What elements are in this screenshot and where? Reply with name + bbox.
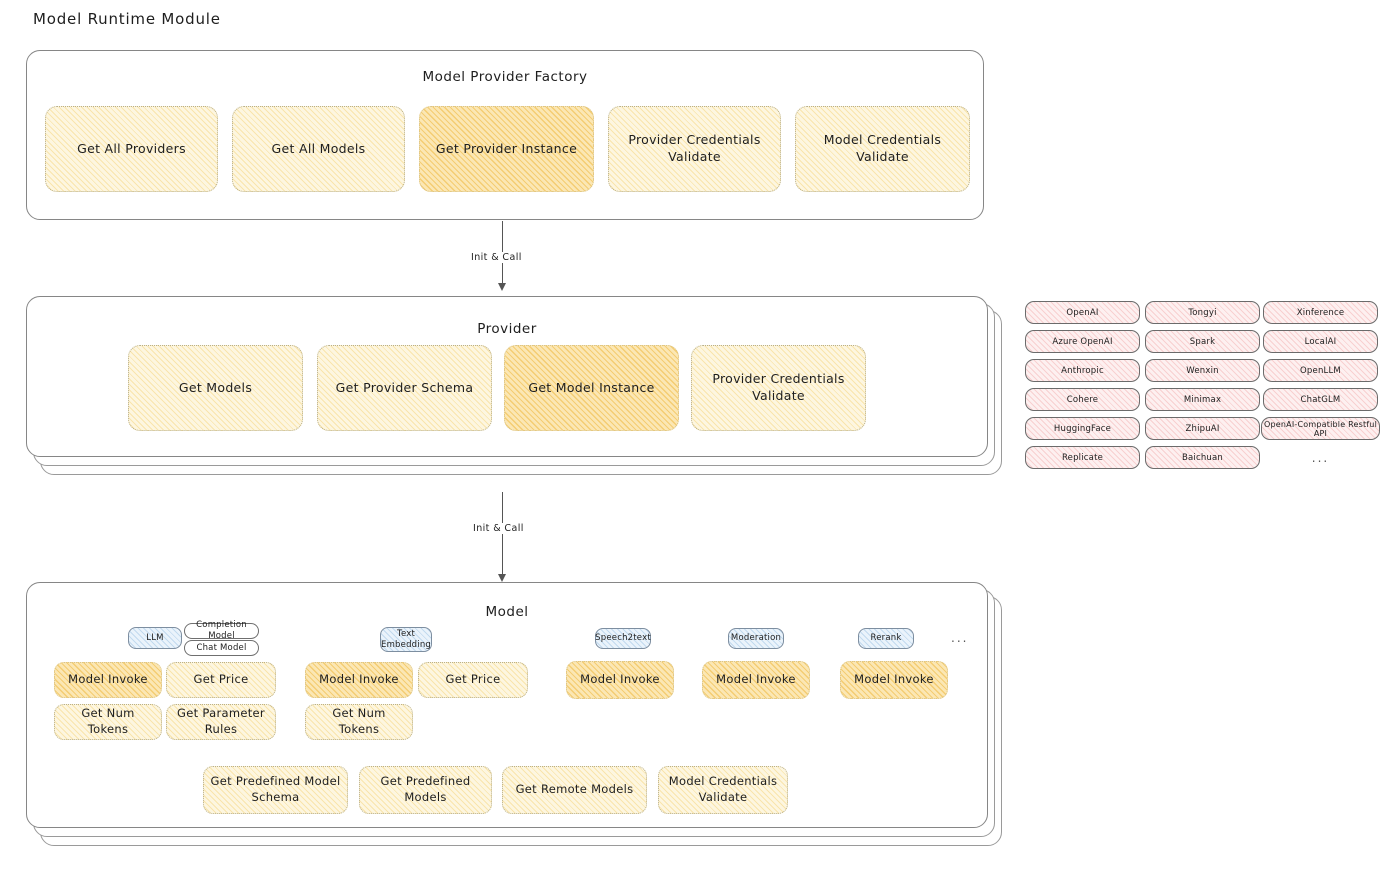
- model-type-badge-speech2text[interactable]: Speech2text: [595, 628, 651, 649]
- model-subtype-chat-model[interactable]: Chat Model: [184, 640, 259, 656]
- provider-box-get-models[interactable]: Get Models: [128, 345, 303, 431]
- provider-box-get-provider-schema[interactable]: Get Provider Schema: [317, 345, 492, 431]
- moderation-box-model-invoke[interactable]: Model Invoke: [702, 661, 810, 699]
- provider-chip-ellipsis: ...: [1311, 451, 1330, 465]
- model-common-box-get-predefined-model-schema[interactable]: Get Predefined Model Schema: [203, 766, 348, 814]
- llm-box-get-parameter-rules[interactable]: Get Parameter Rules: [166, 704, 276, 740]
- provider-chip-openllm[interactable]: OpenLLM: [1263, 359, 1378, 382]
- provider-chip-openai[interactable]: OpenAI: [1025, 301, 1140, 324]
- arrow-provider-to-model-head: [498, 574, 506, 582]
- speech2text-box-model-invoke[interactable]: Model Invoke: [566, 661, 674, 699]
- factory-box-provider-credentials-validate[interactable]: Provider Credentials Validate: [608, 106, 781, 192]
- rerank-box-model-invoke[interactable]: Model Invoke: [840, 661, 948, 699]
- provider-chip-baichuan[interactable]: Baichuan: [1145, 446, 1260, 469]
- provider-chip-wenxin[interactable]: Wenxin: [1145, 359, 1260, 382]
- provider-chip-replicate[interactable]: Replicate: [1025, 446, 1140, 469]
- provider-chip-minimax[interactable]: Minimax: [1145, 388, 1260, 411]
- factory-box-get-all-providers[interactable]: Get All Providers: [45, 106, 218, 192]
- provider-chip-zhipuai[interactable]: ZhipuAI: [1145, 417, 1260, 440]
- llm-box-model-invoke[interactable]: Model Invoke: [54, 662, 162, 698]
- text-embedding-box-get-num-tokens[interactable]: Get Num Tokens: [305, 704, 413, 740]
- llm-box-get-price[interactable]: Get Price: [166, 662, 276, 698]
- model-provider-factory-title: Model Provider Factory: [422, 69, 588, 85]
- model-common-box-get-predefined-models[interactable]: Get Predefined Models: [359, 766, 492, 814]
- factory-box-model-credentials-validate[interactable]: Model Credentials Validate: [795, 106, 970, 192]
- provider-box-provider-credentials-validate[interactable]: Provider Credentials Validate: [691, 345, 866, 431]
- arrow-factory-to-provider-label: Init & Call: [468, 252, 525, 263]
- provider-chip-azure-openai[interactable]: Azure OpenAI: [1025, 330, 1140, 353]
- page-title: Model Runtime Module: [33, 10, 221, 28]
- text-embedding-box-model-invoke[interactable]: Model Invoke: [305, 662, 413, 698]
- factory-box-get-provider-instance[interactable]: Get Provider Instance: [419, 106, 594, 192]
- model-subtype-completion-model[interactable]: Completion Model: [184, 620, 259, 641]
- provider-chip-localai[interactable]: LocalAI: [1263, 330, 1378, 353]
- factory-box-get-all-models[interactable]: Get All Models: [232, 106, 405, 192]
- model-type-badge-llm[interactable]: LLM: [128, 627, 182, 649]
- model-common-box-model-credentials-validate[interactable]: Model Credentials Validate: [658, 766, 788, 814]
- provider-chip-spark[interactable]: Spark: [1145, 330, 1260, 353]
- provider-chip-xinference[interactable]: Xinference: [1263, 301, 1378, 324]
- provider-box-get-model-instance[interactable]: Get Model Instance: [504, 345, 679, 431]
- provider-chip-anthropic[interactable]: Anthropic: [1025, 359, 1140, 382]
- model-type-badge-text-embedding[interactable]: Text Embedding: [380, 627, 432, 652]
- model-type-badge-rerank[interactable]: Rerank: [858, 628, 914, 649]
- model-type-badge-moderation[interactable]: Moderation: [728, 628, 784, 649]
- provider-chip-tongyi[interactable]: Tongyi: [1145, 301, 1260, 324]
- llm-box-get-num-tokens[interactable]: Get Num Tokens: [54, 704, 162, 740]
- provider-chip-chatglm[interactable]: ChatGLM: [1263, 388, 1378, 411]
- provider-chip-huggingface[interactable]: HuggingFace: [1025, 417, 1140, 440]
- arrow-provider-to-model-line: [502, 492, 504, 580]
- model-types-ellipsis: ...: [951, 631, 969, 645]
- text-embedding-box-get-price[interactable]: Get Price: [418, 662, 528, 698]
- arrow-provider-to-model-label: Init & Call: [470, 523, 527, 534]
- provider-chip-openai-compatible-restful-api[interactable]: OpenAI-Compatible Restful API: [1261, 417, 1380, 440]
- model-common-box-get-remote-models[interactable]: Get Remote Models: [502, 766, 647, 814]
- provider-title: Provider: [477, 321, 537, 337]
- provider-chip-cohere[interactable]: Cohere: [1025, 388, 1140, 411]
- arrow-factory-to-provider-head: [498, 283, 506, 291]
- model-title: Model: [485, 604, 529, 620]
